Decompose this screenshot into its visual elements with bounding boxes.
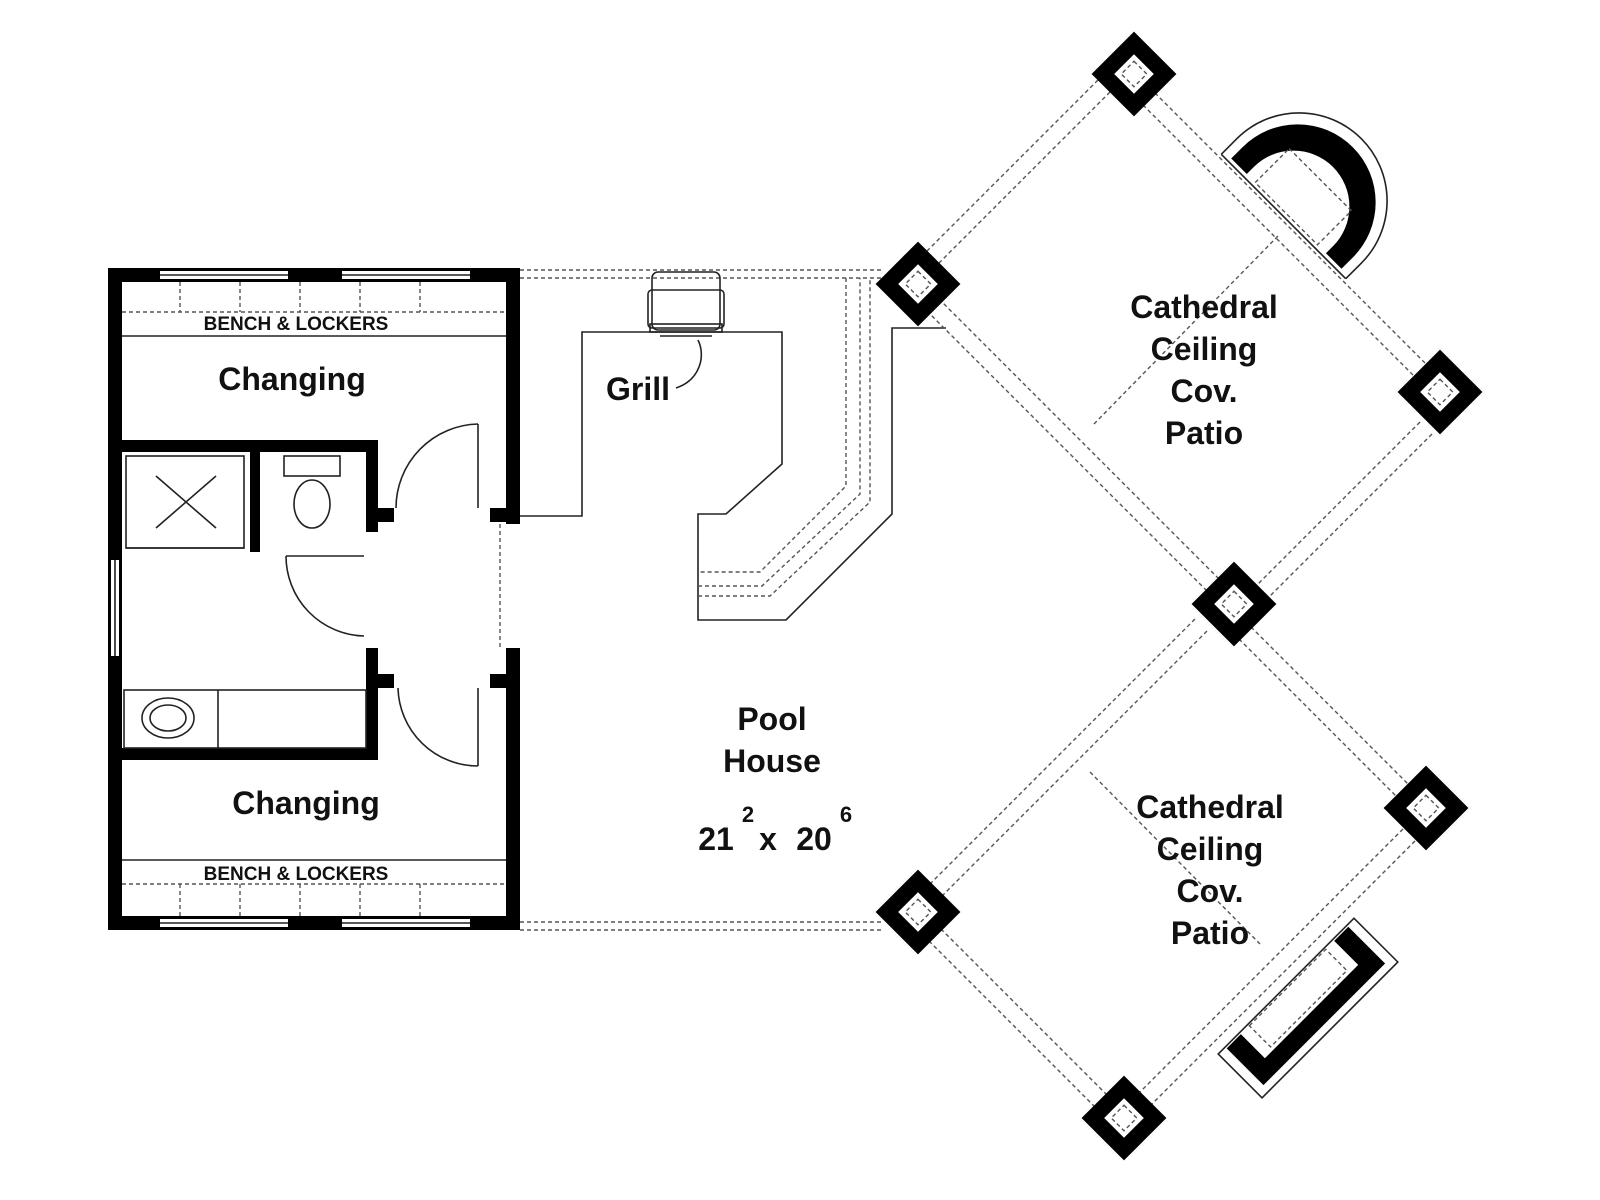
wall-bath-north (122, 440, 378, 452)
grill-label: Grill (606, 371, 670, 407)
bench-lockers-bottom-label: BENCH & LOCKERS (204, 864, 389, 885)
grill-icon (647, 271, 725, 389)
svg-text:Cathedral: Cathedral (1136, 789, 1284, 825)
door-changing-top[interactable] (395, 423, 479, 509)
svg-text:Ceiling: Ceiling (1151, 331, 1258, 367)
svg-text:Patio: Patio (1165, 415, 1243, 451)
svg-text:Cov.: Cov. (1171, 373, 1238, 409)
wall-east-lower (506, 648, 520, 930)
changing-bottom-label: Changing (232, 785, 380, 821)
wall-bath-east-upper (366, 440, 378, 532)
svg-text:Cov.: Cov. (1177, 873, 1244, 909)
svg-text:Pool: Pool (737, 701, 806, 737)
patio-structure (875, 31, 1483, 1161)
changing-building (108, 268, 520, 930)
door-bath[interactable] (285, 555, 365, 637)
toilet (283, 455, 341, 529)
post-bottom-east (1383, 765, 1469, 851)
pool-house-label: Pool House 21 2 x 20 6 (698, 701, 852, 857)
fireplace-bottom (1217, 917, 1399, 1099)
fireplace-top (1220, 112, 1388, 280)
patio-top-label: Cathedral Ceiling Cov. Patio (1130, 289, 1278, 451)
pool-house (520, 269, 946, 931)
shower (125, 455, 245, 549)
bench-lockers-top-label: BENCH & LOCKERS (204, 314, 389, 335)
patio-bottom-label: Cathedral Ceiling Cov. Patio (1136, 789, 1284, 951)
post-bottom-south (1081, 1075, 1167, 1161)
wall-east-upper (506, 268, 520, 524)
svg-text:21: 21 (698, 821, 734, 857)
svg-text:Cathedral: Cathedral (1130, 289, 1278, 325)
svg-text:x: x (759, 821, 777, 857)
svg-text:Ceiling: Ceiling (1157, 831, 1264, 867)
svg-text:2: 2 (742, 802, 754, 827)
svg-text:6: 6 (840, 802, 852, 827)
wall-toilet (250, 452, 260, 552)
post-top-east (1397, 349, 1483, 435)
bench-lockers-top (122, 282, 506, 337)
door-changing-bottom[interactable] (397, 687, 479, 767)
svg-text:20: 20 (796, 821, 832, 857)
changing-top-label: Changing (218, 361, 366, 397)
svg-text:House: House (723, 743, 821, 779)
post-top-north (1091, 31, 1177, 117)
svg-text:Patio: Patio (1171, 915, 1249, 951)
wall-bath-east-lower (366, 648, 378, 760)
vanity-sink (123, 689, 367, 749)
post-bottom-west (875, 869, 961, 955)
post-top-west (875, 241, 961, 327)
bench-lockers-bottom (122, 859, 506, 916)
grill-counter (520, 278, 946, 621)
wall-bath-south (122, 748, 378, 760)
